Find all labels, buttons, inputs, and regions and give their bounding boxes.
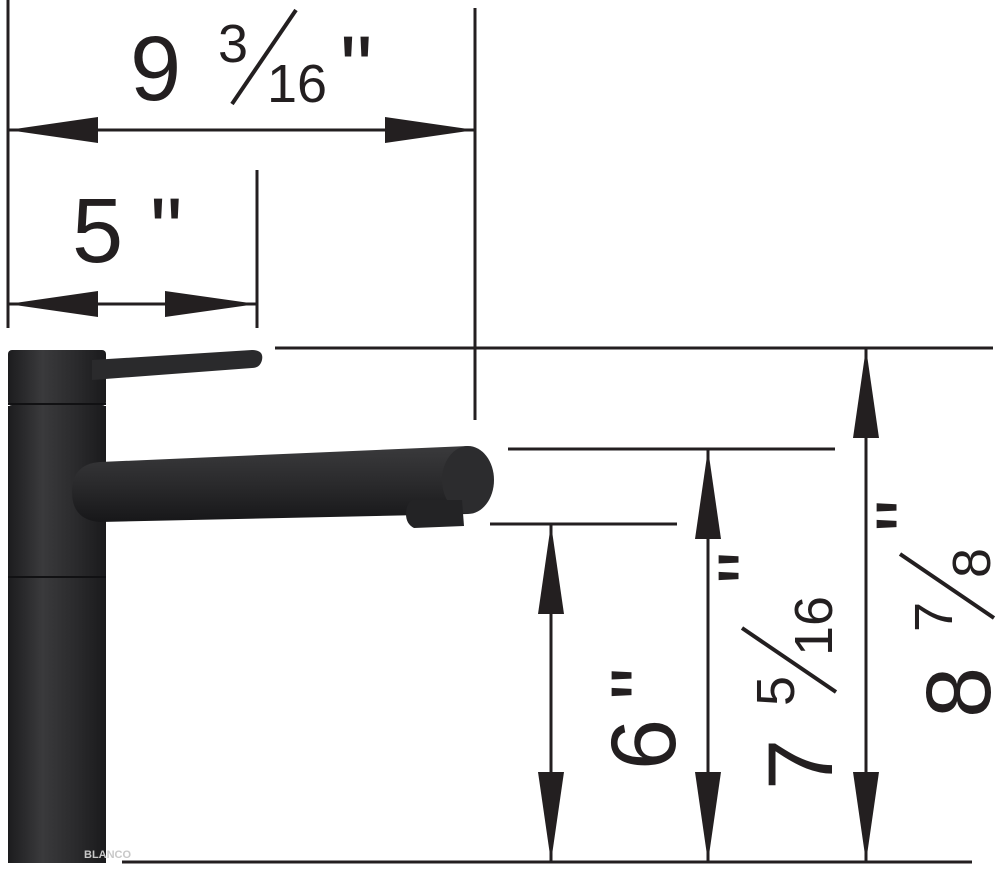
faucet-aerator [406, 500, 464, 528]
overall-height-numerator: 7 [904, 602, 964, 632]
overall-height-denominator: 8 [942, 548, 1000, 578]
spout-top-height-numerator: 5 [746, 676, 806, 706]
overall-height-label: 8 7 8 " [858, 499, 1000, 718]
arrow-down-icon [695, 772, 721, 862]
faucet-body-lower [8, 577, 106, 863]
spout-top-height-label: 7 5 16 " [700, 551, 852, 790]
overall-height-fraction-slash [898, 552, 996, 620]
overall-reach-label: 9 3 16 " [130, 8, 373, 120]
spout-outlet-height-unit: " [593, 667, 695, 700]
base-to-handle-unit: " [150, 180, 183, 282]
spout-outlet-height-whole: 6 [593, 719, 695, 770]
faucet-spout [72, 446, 468, 522]
faucet-spout-end [442, 446, 494, 514]
arrow-left-icon [8, 291, 98, 317]
arrow-up-icon [538, 524, 564, 614]
arrow-up-icon [695, 449, 721, 539]
overall-reach-denominator: 16 [267, 54, 327, 114]
faucet-lever-handle [92, 350, 263, 380]
faucet-illustration: BLANCO [8, 350, 494, 863]
arrow-right-icon [385, 117, 475, 143]
dimension-lines [6, 0, 993, 864]
overall-height-unit: " [858, 499, 960, 532]
arrow-left-icon [8, 117, 98, 143]
spout-top-height-denominator: 16 [784, 596, 844, 656]
spout-outlet-height-label: 6 " [593, 667, 695, 770]
overall-reach-unit: " [340, 18, 373, 120]
overall-reach-numerator: 3 [218, 14, 248, 74]
overall-height-whole: 8 [908, 667, 1000, 718]
arrowheads [8, 117, 879, 862]
arrow-down-icon [853, 772, 879, 862]
faucet-handle-hub [8, 350, 106, 406]
base-to-handle-whole: 5 [72, 180, 123, 282]
overall-reach-whole: 9 [130, 18, 181, 120]
spout-top-height-whole: 7 [750, 739, 852, 790]
overall-reach-fraction-slash [230, 8, 298, 106]
spout-top-height-fraction-slash [740, 626, 838, 694]
arrow-down-icon [538, 772, 564, 862]
arrow-up-icon [853, 348, 879, 438]
spout-top-height-unit: " [700, 551, 802, 584]
arrow-right-icon [165, 291, 257, 317]
base-to-handle-label: 5 " [72, 180, 183, 282]
faucet-brand-logo: BLANCO [84, 849, 131, 861]
